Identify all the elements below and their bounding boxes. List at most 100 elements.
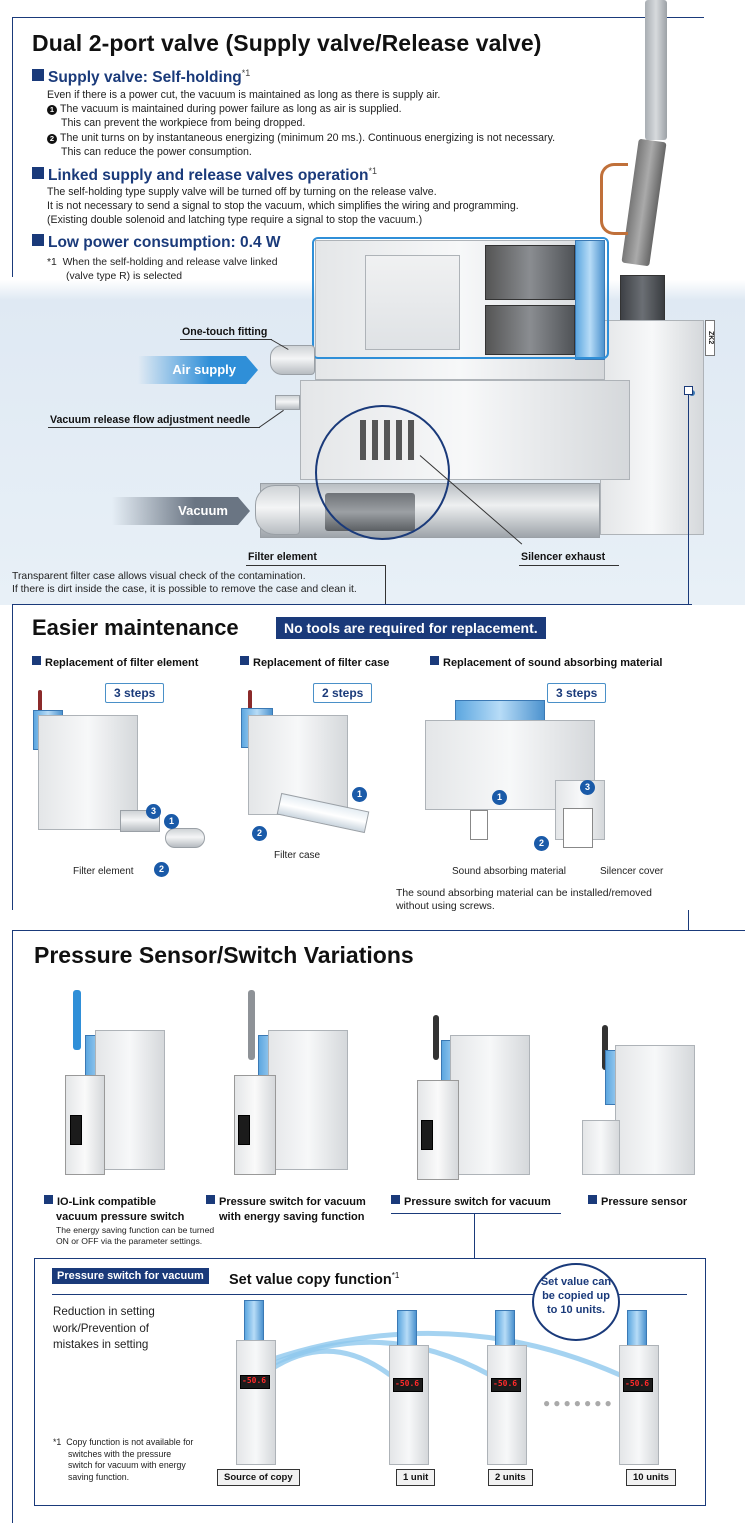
section-sensor-variations: [12, 930, 745, 1523]
linked-text-3: (Existing double solenoid and latching t…: [47, 214, 423, 226]
col3-steps: 3 steps: [547, 683, 607, 703]
device-pressure-sensor: [580, 1025, 700, 1185]
step-1: 1: [352, 787, 367, 802]
label-one-touch-fitting: One-touch fitting: [182, 326, 268, 338]
frame-left-line: [12, 17, 13, 277]
var1-note-1: The energy saving function can be turned: [56, 1225, 215, 1235]
maintenance-title: Easier maintenance: [32, 615, 239, 640]
body: [236, 1340, 276, 1465]
var2-label-2: with energy saving function: [219, 1211, 365, 1223]
one-touch-fitting: [270, 345, 315, 375]
step-2: 2: [534, 836, 549, 851]
col1-steps: 3 steps: [105, 683, 165, 703]
connector-node: [684, 386, 693, 395]
display-value: -50.6: [242, 1376, 267, 1385]
cable: [248, 990, 255, 1060]
dots: ●●●●●●●: [543, 1396, 615, 1410]
var3-label: Pressure switch for vacuum: [391, 1195, 551, 1210]
device-mark: ZK2: [705, 320, 715, 356]
device-energy-saving: [220, 990, 360, 1180]
unit-source-device: -50.6: [232, 1300, 277, 1465]
label-release-needle: Vacuum release flow adjustment needle: [50, 414, 251, 426]
step-3: 3: [146, 804, 161, 819]
filter-note-1: Transparent filter case allows visual ch…: [12, 571, 306, 582]
col2-heading: Replacement of filter case: [240, 656, 389, 669]
body: [619, 1345, 659, 1465]
label-filter-element: Filter element: [248, 551, 317, 563]
unit-1-tag: 1 unit: [396, 1469, 436, 1486]
filter-note-2: If there is dirt inside the case, it is …: [12, 584, 357, 595]
col2-label: Filter case: [274, 850, 321, 861]
copy-arrows: [268, 1330, 622, 1378]
leader-filter-v: [385, 565, 386, 605]
wire-orange: [600, 163, 628, 235]
unit-1-device: -50.6: [385, 1310, 430, 1465]
step-1: 1: [164, 814, 179, 829]
step-2: 2: [154, 862, 169, 877]
power-note-2: (valve type R) is selected: [66, 271, 183, 282]
col3-note-1: The sound absorbing material can be inst…: [396, 888, 652, 899]
unit-10-tag: 10 units: [626, 1469, 676, 1486]
leader-silencer: [519, 565, 619, 566]
display: [421, 1120, 433, 1150]
body: [615, 1045, 695, 1175]
page-title: Dual 2-port valve (Supply valve/Release …: [32, 30, 542, 56]
body: [487, 1345, 527, 1465]
solenoid-1: [485, 245, 575, 300]
silencer-cover: [563, 808, 593, 848]
solenoid-2: [485, 305, 575, 355]
copy-description: Reduction in setting work/Prevention of …: [53, 1305, 155, 1351]
valve-highlight-frame: [312, 237, 609, 359]
vacuum-fitting: [255, 485, 300, 535]
step-1: 1: [492, 790, 507, 805]
label-silencer-exhaust: Silencer exhaust: [521, 551, 606, 563]
display: [240, 1375, 270, 1389]
var3-underline: [391, 1213, 561, 1214]
display: [70, 1115, 82, 1145]
supply-point-2b: This can reduce the power consumption.: [61, 146, 252, 158]
body: [268, 1030, 348, 1170]
copy-title-rule: [52, 1294, 687, 1295]
blue-manual-override: [575, 240, 605, 360]
display: [393, 1378, 423, 1392]
col1-heading: Replacement of filter element: [32, 656, 198, 669]
linked-text-2: It is not necessary to send a signal to …: [47, 200, 519, 212]
leader-needle: [48, 427, 260, 428]
vacuum-ejector-illustration: ZK2: [255, 0, 740, 585]
linked-heading: Linked supply and release valves operati…: [32, 166, 377, 185]
cable: [73, 990, 81, 1050]
sensor-body: [582, 1120, 620, 1175]
col3-heading: Replacement of sound absorbing material: [430, 656, 662, 669]
var3-connector: [474, 1213, 475, 1258]
unit-2-device: -50.6: [483, 1310, 528, 1465]
cable-grey: [645, 0, 667, 140]
display: [623, 1378, 653, 1392]
supply-heading: Supply valve: Self-holding*1: [32, 68, 250, 87]
col3-note-2: without using screws.: [396, 901, 495, 912]
vacuum-arrow: Vacuum: [112, 497, 250, 525]
copy-title: Set value copy function*1: [229, 1271, 400, 1288]
filter-case-replacement-drawing: [238, 690, 388, 840]
copy-badge: Pressure switch for vacuum: [52, 1268, 209, 1284]
sound-material: [470, 810, 488, 840]
variations-title: Pressure Sensor/Switch Variations: [34, 942, 414, 968]
magnifier-circle: [315, 405, 450, 540]
step-3: 3: [580, 780, 595, 795]
display: [238, 1115, 250, 1145]
var2-label: Pressure switch for vacuum: [206, 1195, 366, 1210]
supply-point-1b: This can prevent the workpiece from bein…: [61, 117, 306, 129]
display-value: -50.6: [493, 1379, 518, 1388]
frame-top-line: [12, 17, 704, 18]
body: [450, 1035, 530, 1175]
valve-cover: [365, 255, 460, 350]
wire: [38, 690, 42, 720]
linked-text-1: The self-holding type supply valve will …: [47, 186, 437, 198]
air-supply-arrow: Air supply: [138, 356, 258, 384]
display: [491, 1378, 521, 1392]
body: [389, 1345, 429, 1465]
cable: [433, 1015, 439, 1060]
sound-material-replacement-drawing: [415, 690, 615, 850]
cable: [602, 1025, 608, 1070]
